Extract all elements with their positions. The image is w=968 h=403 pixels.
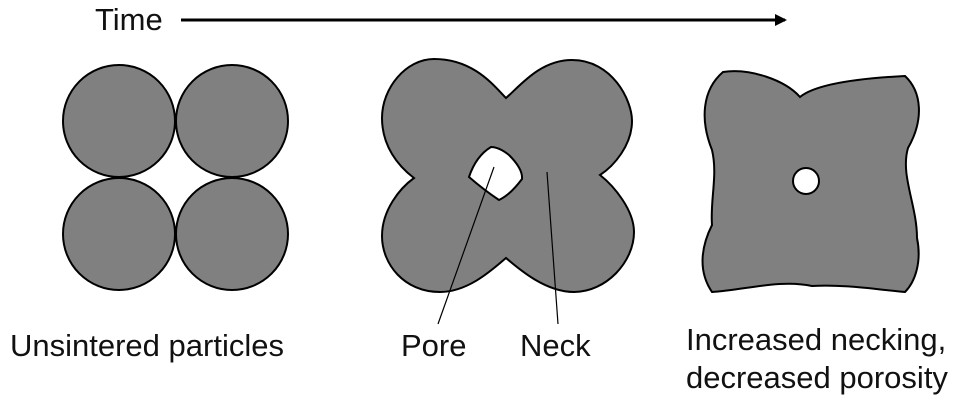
- particle-bottom-right: [176, 178, 288, 290]
- particle-bottom-left: [63, 178, 175, 290]
- unsintered-particles-group: [63, 65, 288, 290]
- time-label: Time: [95, 3, 163, 37]
- unsintered-particles-label: Unsintered particles: [10, 329, 284, 363]
- pore-label: Pore: [401, 329, 466, 363]
- decreased-porosity-label: decreased porosity: [686, 361, 948, 395]
- particle-top-left: [63, 65, 175, 177]
- particle-top-right: [176, 65, 288, 177]
- densified-particles-group: [703, 71, 919, 292]
- increased-necking-label: Increased necking,: [686, 323, 946, 357]
- neck-label: Neck: [520, 329, 591, 363]
- necked-particles-group: [382, 59, 634, 324]
- small-pore: [793, 168, 819, 194]
